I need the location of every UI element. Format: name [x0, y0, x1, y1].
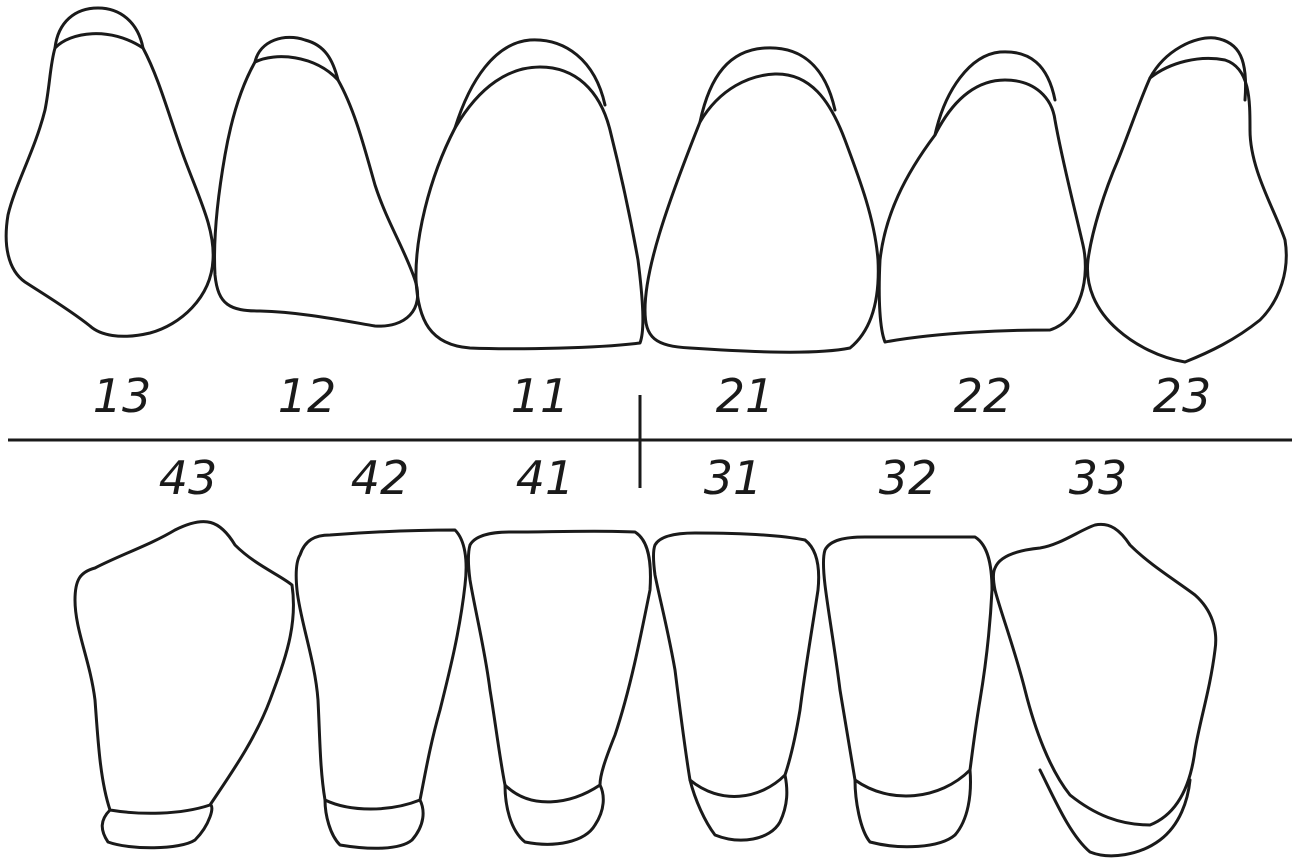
tooth-11[interactable] [416, 40, 643, 349]
tooth-22[interactable] [879, 52, 1085, 342]
tooth-13[interactable] [6, 8, 213, 336]
label-31: 31 [704, 451, 763, 505]
label-32: 32 [879, 451, 938, 505]
tooth-42[interactable] [296, 530, 466, 848]
tooth-23[interactable] [1087, 38, 1286, 362]
tooth-32[interactable] [824, 537, 993, 847]
label-23: 23 [1153, 369, 1212, 423]
tooth-43[interactable] [75, 522, 293, 848]
label-12: 12 [278, 369, 337, 423]
tooth-41[interactable] [469, 531, 651, 844]
label-43: 43 [159, 451, 218, 505]
label-42: 42 [351, 451, 410, 505]
label-22: 22 [954, 369, 1013, 423]
tooth-12[interactable] [215, 37, 418, 326]
label-11: 11 [511, 369, 570, 423]
label-41: 41 [516, 451, 575, 505]
label-33: 33 [1069, 451, 1128, 505]
label-13: 13 [93, 369, 152, 423]
tooth-33[interactable] [994, 524, 1216, 855]
tooth-21[interactable] [645, 48, 878, 352]
label-21: 21 [716, 369, 775, 423]
tooth-31[interactable] [654, 533, 819, 840]
